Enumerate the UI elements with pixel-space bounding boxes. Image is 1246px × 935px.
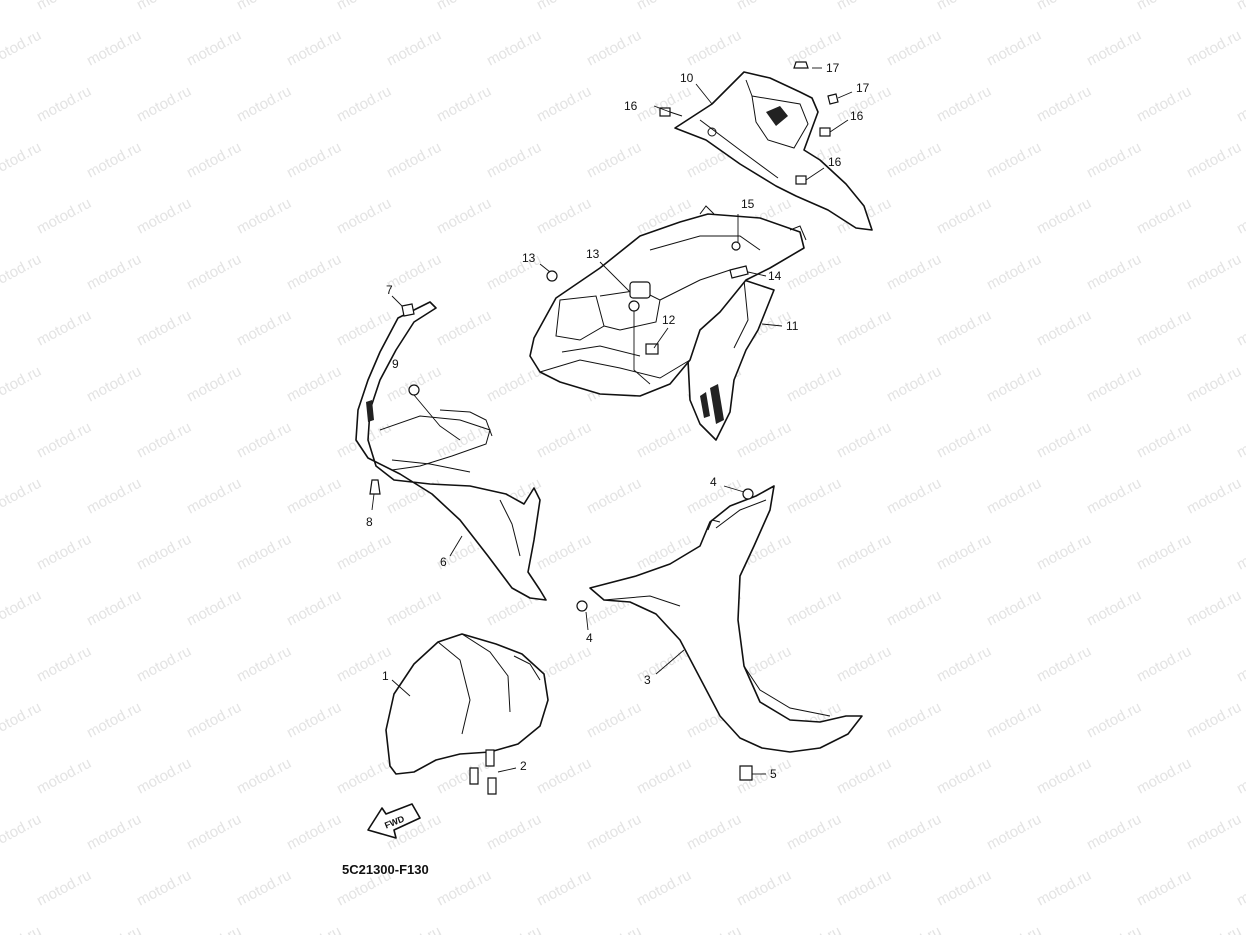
leader-lines	[371, 67, 853, 775]
callout-labels: 17 17 10 16 16 16 15 14 13 13 12 11 7 9 …	[366, 61, 870, 781]
callout-1: 1	[382, 669, 389, 683]
callout-5: 5	[770, 767, 777, 781]
part-6-side-cover	[355, 301, 547, 601]
part-inner-tray	[529, 205, 807, 397]
callout-9: 9	[392, 357, 399, 371]
callout-17-a: 17	[826, 61, 840, 75]
callout-13-a: 13	[522, 251, 536, 265]
callout-16-c: 16	[828, 155, 842, 169]
callout-16-a: 16	[624, 99, 638, 113]
callout-6: 6	[440, 555, 447, 569]
callout-4-b: 4	[586, 631, 593, 645]
part-10-front-upper-cover	[674, 71, 873, 231]
callout-17-b: 17	[856, 81, 870, 95]
callout-4-a: 4	[710, 475, 717, 489]
callout-16-b: 16	[850, 109, 864, 123]
fwd-arrow-icon: FWD	[367, 803, 421, 839]
callout-12: 12	[662, 313, 676, 327]
callout-8: 8	[366, 515, 373, 529]
callout-7: 7	[386, 283, 393, 297]
part-3-lower-cover	[589, 485, 863, 753]
callout-15: 15	[741, 197, 755, 211]
diagram-code: 5C21300-F130	[342, 862, 429, 877]
callout-14: 14	[768, 269, 782, 283]
part-1-front-fender	[385, 633, 549, 775]
callout-11: 11	[786, 319, 799, 333]
callout-10: 10	[680, 71, 694, 85]
fasteners	[369, 61, 839, 795]
callout-3: 3	[644, 673, 651, 687]
callout-13-b: 13	[586, 247, 600, 261]
callout-2: 2	[520, 759, 527, 773]
